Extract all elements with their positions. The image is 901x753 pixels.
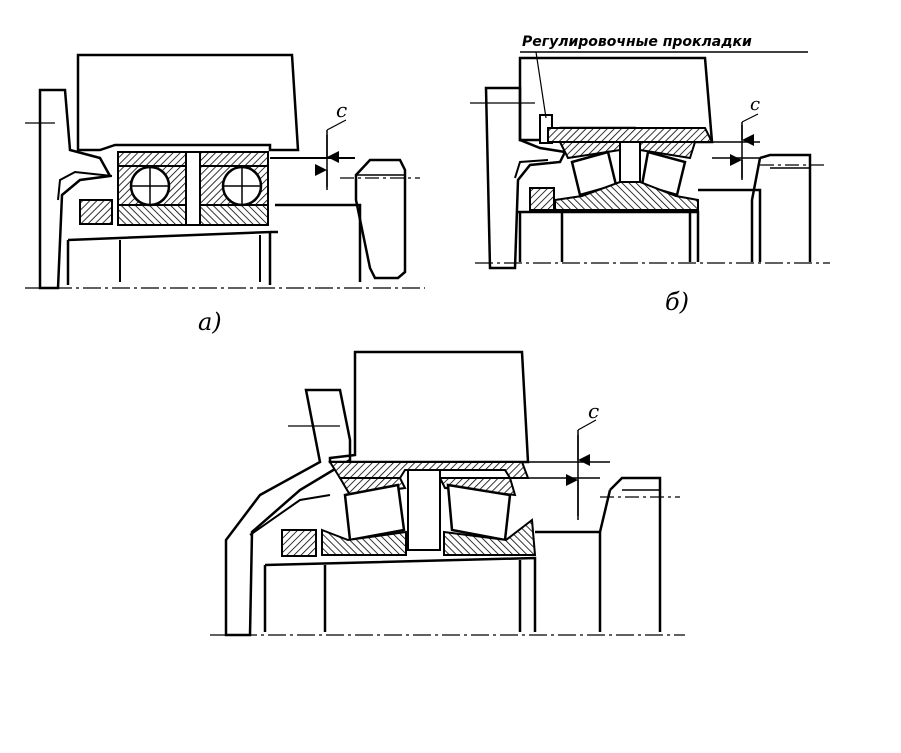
panel-b-outer-ring (547, 127, 714, 143)
panel-b-drawing: c Регулировочные прокладки б) (470, 34, 830, 316)
panel-a-housing (76, 53, 300, 152)
panel-b-roller-right (640, 150, 687, 197)
panel-b-spacer (619, 141, 641, 183)
panel-a-gear (354, 158, 407, 280)
panel-a-label: а) (198, 308, 222, 336)
panel-b-shaft (518, 188, 762, 262)
panel-c-shaft (263, 530, 602, 632)
panel-c-roller-left (343, 483, 406, 542)
panel-a-cover (38, 88, 112, 290)
panel-b-inner-ring (554, 181, 699, 211)
panel-a-shaft (66, 203, 362, 285)
panel-a-dimension-c: c (336, 98, 347, 122)
panel-b-cover (484, 86, 567, 270)
panel-a-seal (79, 199, 113, 225)
panel-c-gear (598, 476, 662, 632)
panel-b-label: б) (665, 288, 689, 316)
panel-c-dimension-c: c (588, 399, 599, 423)
panel-a-spacer (185, 151, 201, 226)
panel-c-inner-ring (321, 528, 407, 556)
panel-c-drawing: c (210, 350, 685, 637)
panel-c-housing (328, 350, 530, 464)
panel-c-roller-right (446, 483, 512, 542)
panel-a-drawing: c а) (25, 53, 425, 336)
panel-b-seal (529, 187, 555, 211)
panel-c-cover (224, 388, 352, 637)
panel-b-dimension-c: c (750, 94, 760, 115)
panel-b-callout: Регулировочные прокладки (522, 34, 752, 50)
panel-b-gear (750, 153, 812, 262)
panel-c-seal (281, 529, 317, 557)
panel-c-spacer (407, 469, 441, 551)
